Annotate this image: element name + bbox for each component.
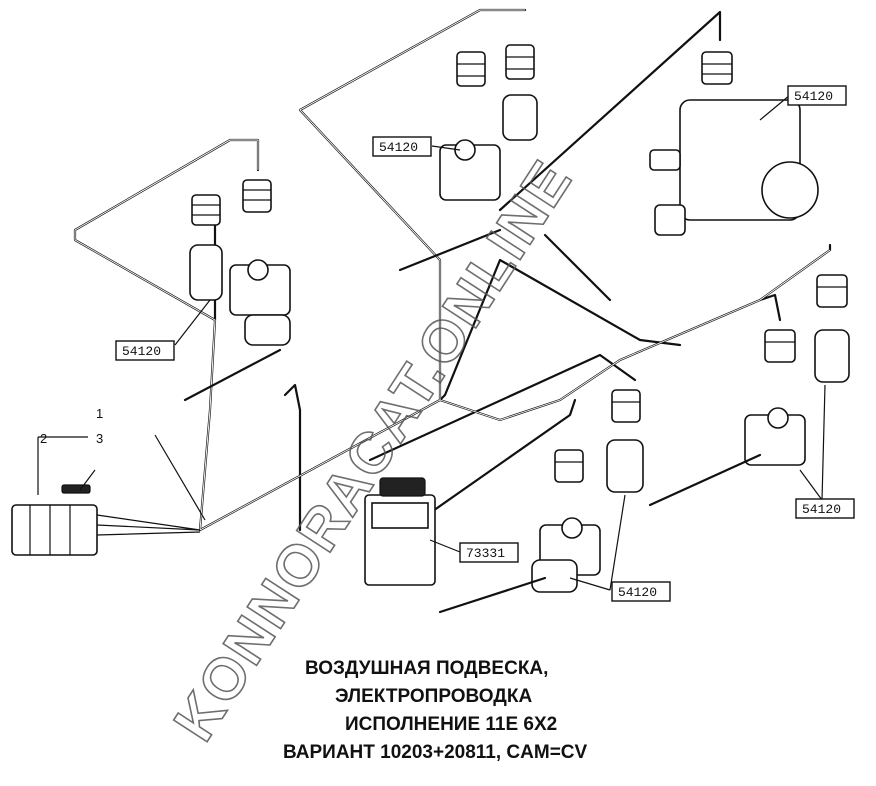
callout-1: 1 (96, 406, 103, 421)
label-54120-left-text: 54120 (122, 344, 161, 359)
label-54120-left: 54120 (115, 340, 175, 361)
label-73331-text: 73331 (466, 546, 505, 561)
label-54120-top-right: 54120 (787, 85, 847, 106)
valve-block-top-right (649, 99, 819, 236)
valve-right (648, 407, 806, 507)
harness-main-trunk-inner (199, 9, 831, 531)
callout-3: 3 (96, 431, 103, 446)
harness-right-branch (758, 293, 782, 322)
harness-tubes (73, 8, 832, 532)
connector-top-b (502, 44, 538, 141)
harness-left-branch (73, 138, 260, 532)
plug-connector (11, 484, 201, 556)
label-54120-top-right-text: 54120 (794, 89, 833, 104)
valve-lower (438, 517, 601, 614)
connector-lower-b (554, 449, 584, 483)
leader-lines (37, 94, 826, 591)
ecu-module-73331 (364, 477, 436, 586)
connector-top-c (701, 51, 733, 85)
harness-center-loop (283, 258, 682, 532)
valve-left (183, 259, 291, 402)
label-54120-right-text: 54120 (802, 502, 841, 517)
label-54120-right: 54120 (795, 498, 855, 519)
label-54120-top-text: 54120 (379, 140, 418, 155)
harness-right-upper (498, 10, 722, 302)
title-line-3: ИСПОЛНЕНИЕ 11E 6X2 (345, 714, 557, 735)
connector-left-a (189, 194, 223, 301)
title-block: ВОЗДУШНАЯ ПОДВЕСКА, ЭЛЕКТРОПРОВОДКА ИСПО… (283, 658, 588, 763)
label-54120-top: 54120 (372, 136, 432, 157)
label-54120-lower-text: 54120 (618, 585, 657, 600)
title-line-1: ВОЗДУШНАЯ ПОДВЕСКА, (305, 658, 548, 679)
connector-top-a (456, 51, 486, 87)
title-line-4: ВАРИАНТ 10203+20811, CAM=CV (283, 742, 588, 763)
label-73331: 73331 (459, 542, 519, 563)
connector-right-a (814, 274, 850, 383)
connector-lower-a (606, 389, 644, 493)
connector-left-b (242, 179, 272, 213)
valve-top (398, 139, 502, 272)
title-line-2: ЭЛЕКТРОПРОВОДКА (335, 686, 532, 707)
harness-left-branch-inner (74, 139, 259, 531)
harness-lower-right (368, 353, 637, 522)
callout-2: 2 (40, 431, 47, 446)
connector-right-b (764, 329, 796, 363)
label-54120-lower: 54120 (611, 581, 671, 602)
